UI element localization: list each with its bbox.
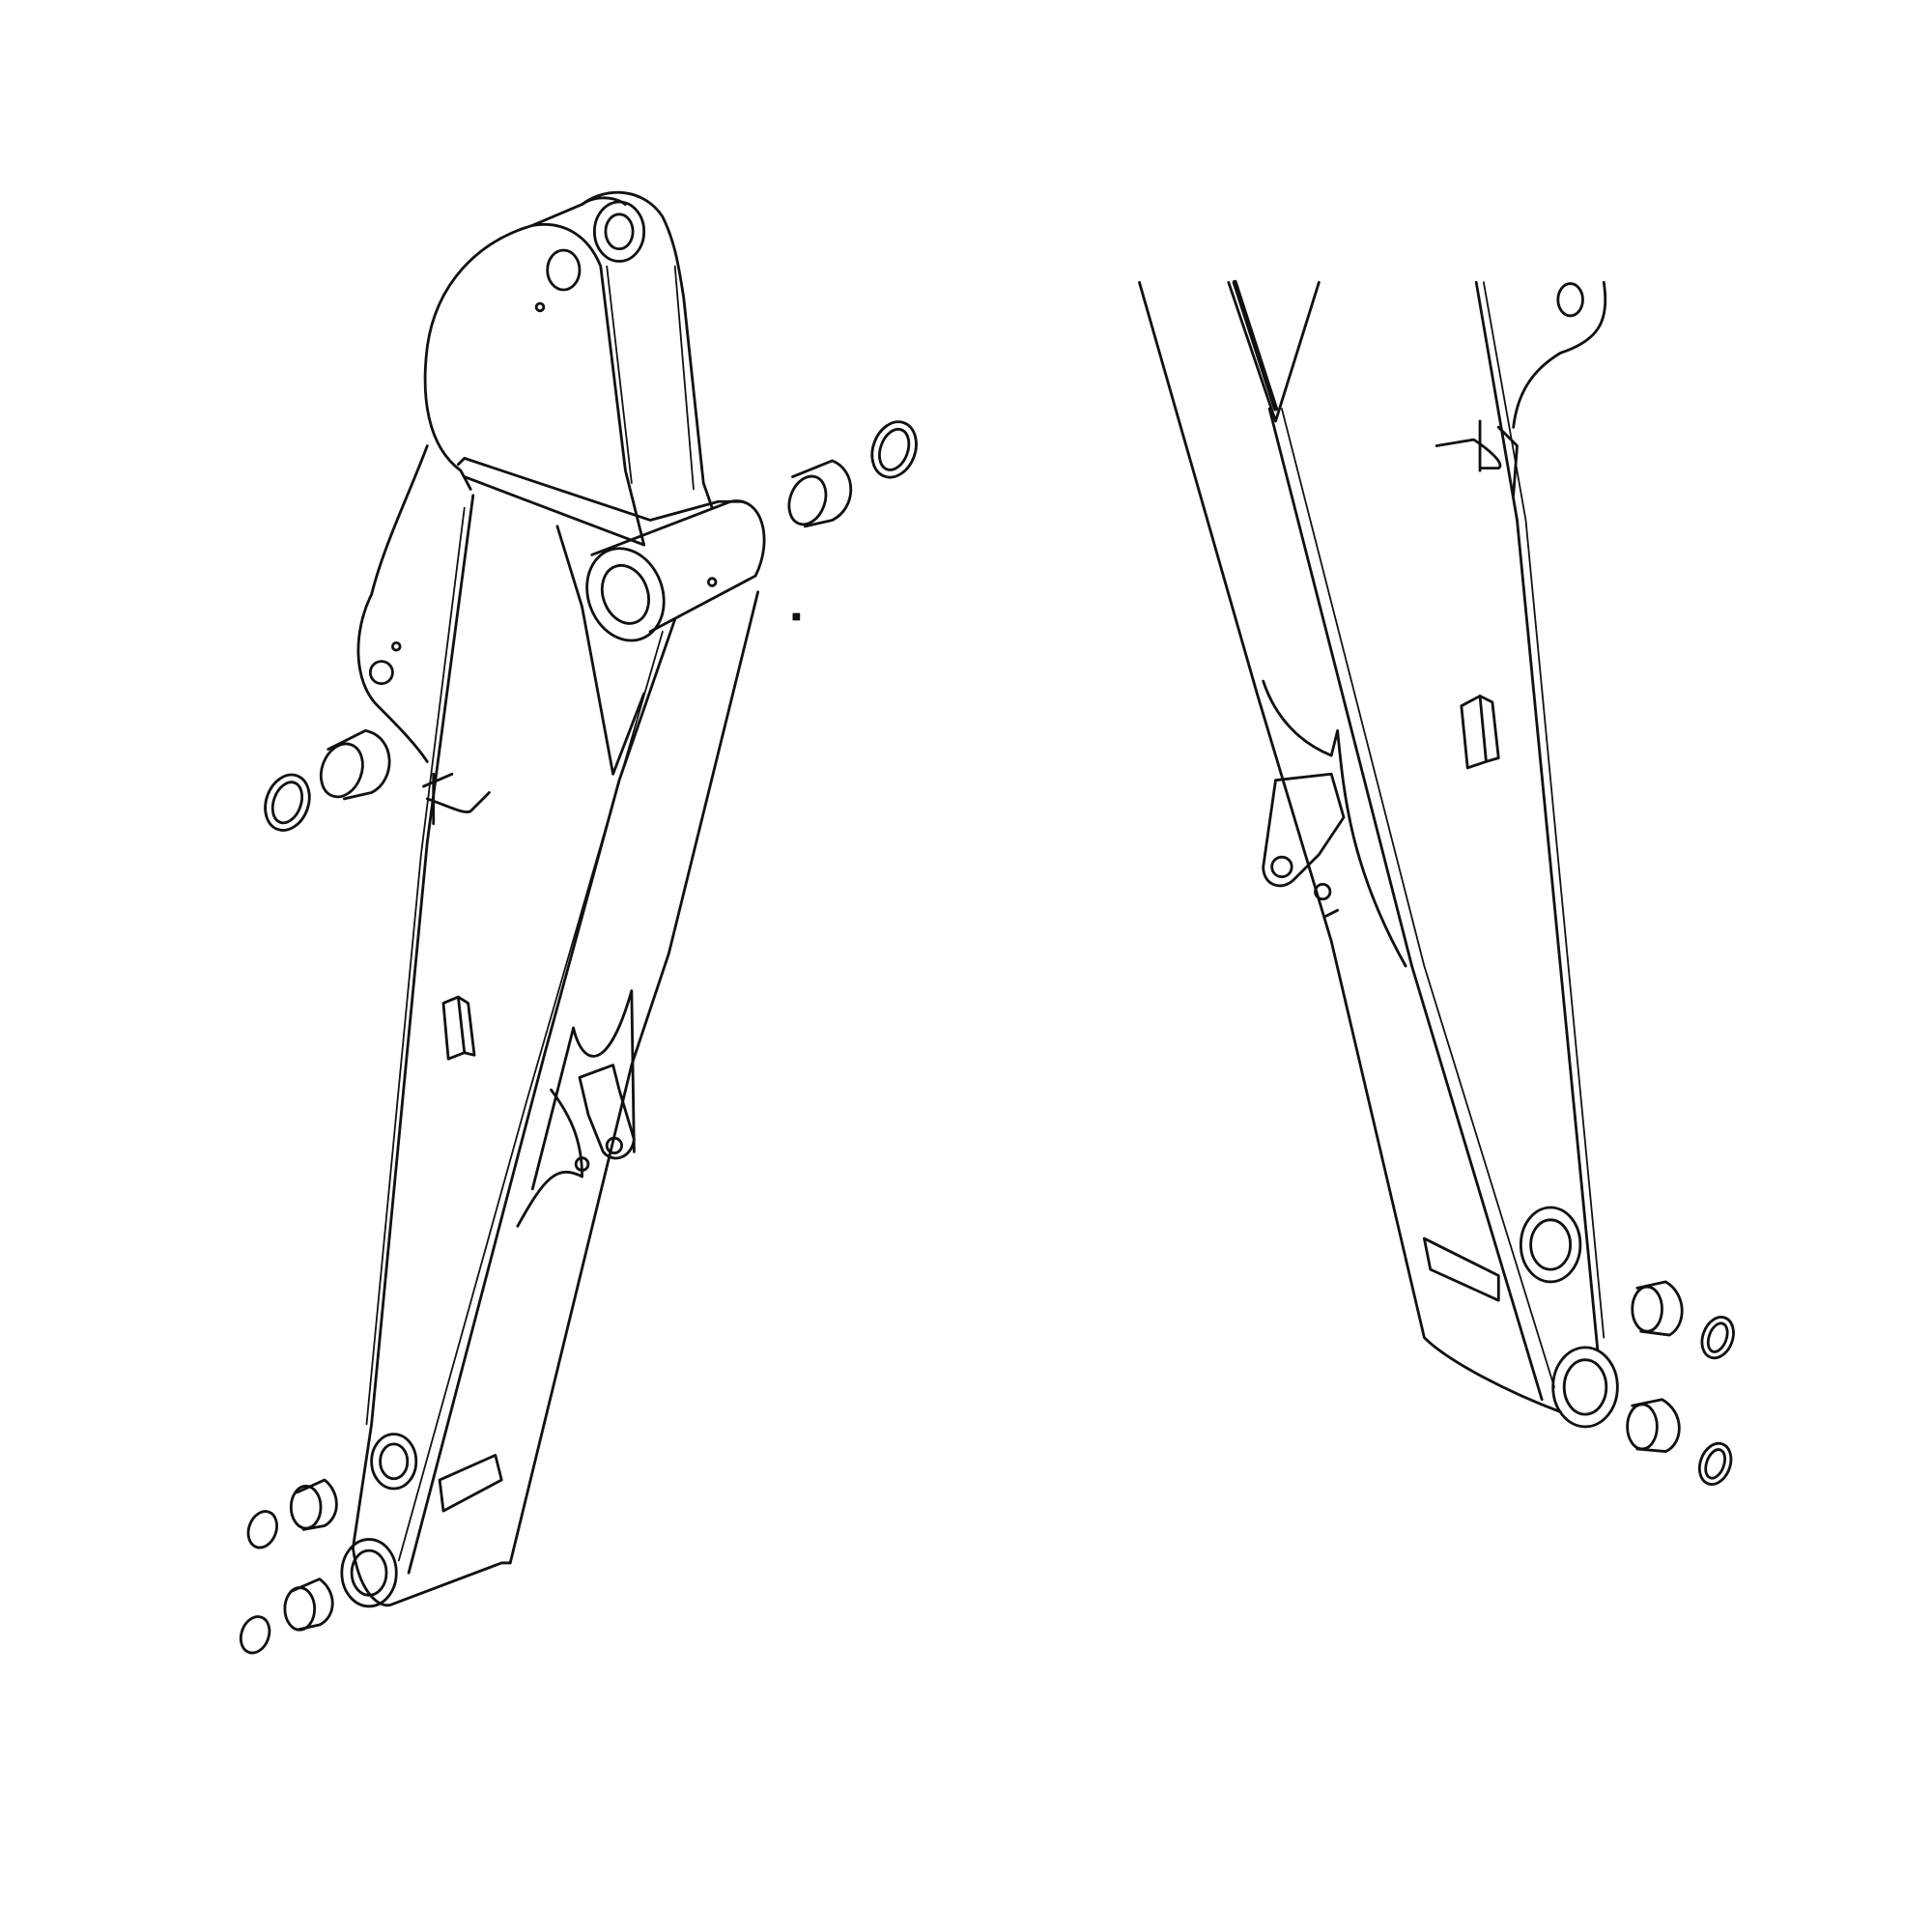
arm-bushing-set bbox=[1626, 1280, 1735, 1486]
boom-left-edge bbox=[351, 494, 475, 1549]
arm-inner-edge bbox=[1474, 280, 1600, 1351]
boom-middle-edge bbox=[407, 617, 677, 1575]
boom-lower-lug bbox=[356, 444, 429, 763]
boom-left-view bbox=[239, 190, 918, 1655]
boom-right-edge bbox=[508, 590, 760, 1565]
arm-bracket bbox=[1262, 679, 1407, 968]
boom-block bbox=[441, 995, 476, 1061]
arm-block bbox=[1460, 695, 1500, 770]
boom-boss bbox=[590, 499, 766, 634]
boom-plate bbox=[438, 1454, 503, 1513]
arm-plate bbox=[1422, 1236, 1500, 1302]
boom-head-plate bbox=[423, 190, 714, 510]
bushing-set bbox=[239, 420, 918, 1655]
top-pin-hole bbox=[592, 200, 646, 263]
bottom-pin-hole bbox=[340, 1538, 398, 1608]
arm-bottom-pin-hole bbox=[1551, 1346, 1619, 1429]
arm-middle-edge bbox=[1267, 407, 1544, 1402]
arm-outer-edge bbox=[1138, 280, 1562, 1413]
boom-right-view bbox=[1138, 279, 1735, 1486]
cylinder-bracket bbox=[516, 989, 636, 1228]
hook-pin bbox=[422, 772, 491, 825]
